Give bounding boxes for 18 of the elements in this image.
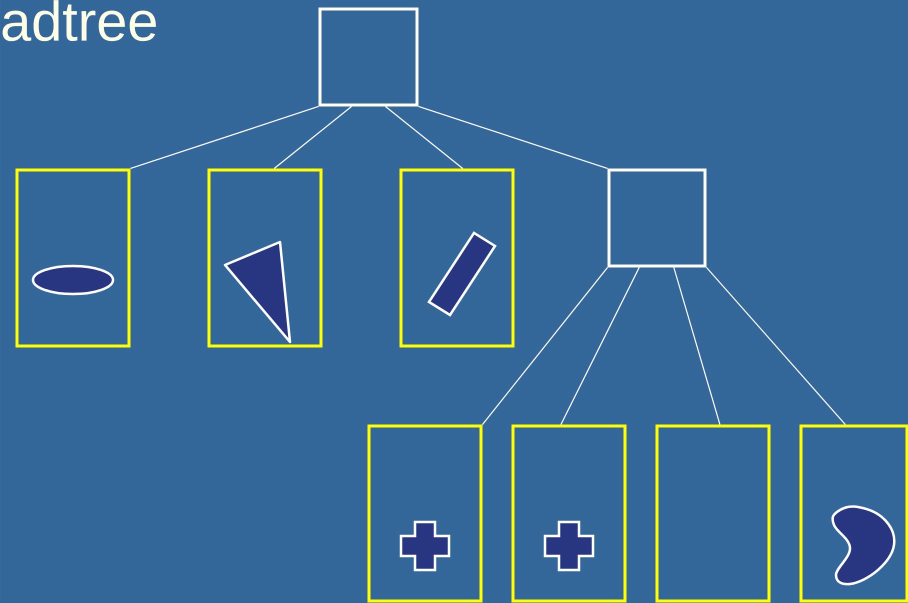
tree-box — [318, 8, 418, 106]
tree-box — [16, 168, 130, 348]
tree-box — [608, 168, 706, 268]
tree-box — [208, 168, 322, 348]
tree-line — [706, 267, 846, 425]
tree-line — [385, 106, 464, 169]
tree-line — [560, 267, 640, 425]
tree-line — [274, 106, 352, 169]
tree-line — [130, 106, 319, 170]
tree-box — [400, 168, 514, 348]
tree-line — [482, 267, 608, 425]
tree-box — [368, 424, 482, 602]
tree-line — [418, 106, 608, 170]
tree-line — [673, 267, 720, 425]
title: adtree — [2, 0, 156, 42]
tree-box — [656, 424, 770, 602]
tree-box — [512, 424, 626, 602]
tree-box — [800, 424, 908, 602]
